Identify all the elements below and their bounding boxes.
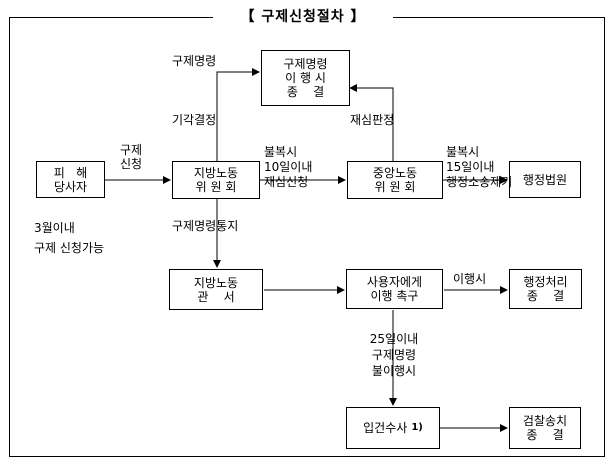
arrow-central-to-fulfilled xyxy=(349,84,394,162)
label-if-fulfilled: 이행시 xyxy=(453,272,487,286)
investigation-note: 1) xyxy=(411,422,423,433)
label-objection-15: 불복시 15일이내 행정소송제기 xyxy=(446,145,513,189)
employer-demand-box: 사용자에게 이행 촉구 xyxy=(346,269,443,309)
order-fulfilled-box: 구제명령 이 행 시 종 결 xyxy=(261,50,350,106)
label-objection-10: 불복시 10일이내 재심신청 xyxy=(264,145,313,189)
admin-court-box: 행정법원 xyxy=(509,161,581,198)
label-order: 구제명령 xyxy=(172,54,217,68)
admin-close-box: 행정처리 종 결 xyxy=(509,269,582,309)
label-retrial-decision: 재심판정 xyxy=(350,113,395,127)
label-dismissal: 기각결정 xyxy=(172,113,217,127)
local-office-box: 지방노동 관 서 xyxy=(169,269,263,310)
victim-box: 피 해 당사자 xyxy=(36,161,105,198)
label-order-notice: 구제명령통지 xyxy=(172,219,239,233)
investigation-label: 입건수사 xyxy=(363,421,408,435)
label-nonfulfillment-25: 25일이내 구제명령 불이행시 xyxy=(369,332,419,378)
prosecution-close-box: 검찰송치 종 결 xyxy=(509,407,581,449)
label-three-months: 3월이내 구제 신청가능 xyxy=(34,221,105,255)
central-committee-box: 중앙노동 위 원 회 xyxy=(347,161,443,199)
local-committee-box: 지방노동 위 원 회 xyxy=(172,161,260,199)
arrow-local-to-fulfilled xyxy=(216,68,260,162)
diagram-title: 【 구제신청절차 】 xyxy=(213,6,393,28)
label-relief-request: 구제 신청 xyxy=(119,143,143,171)
